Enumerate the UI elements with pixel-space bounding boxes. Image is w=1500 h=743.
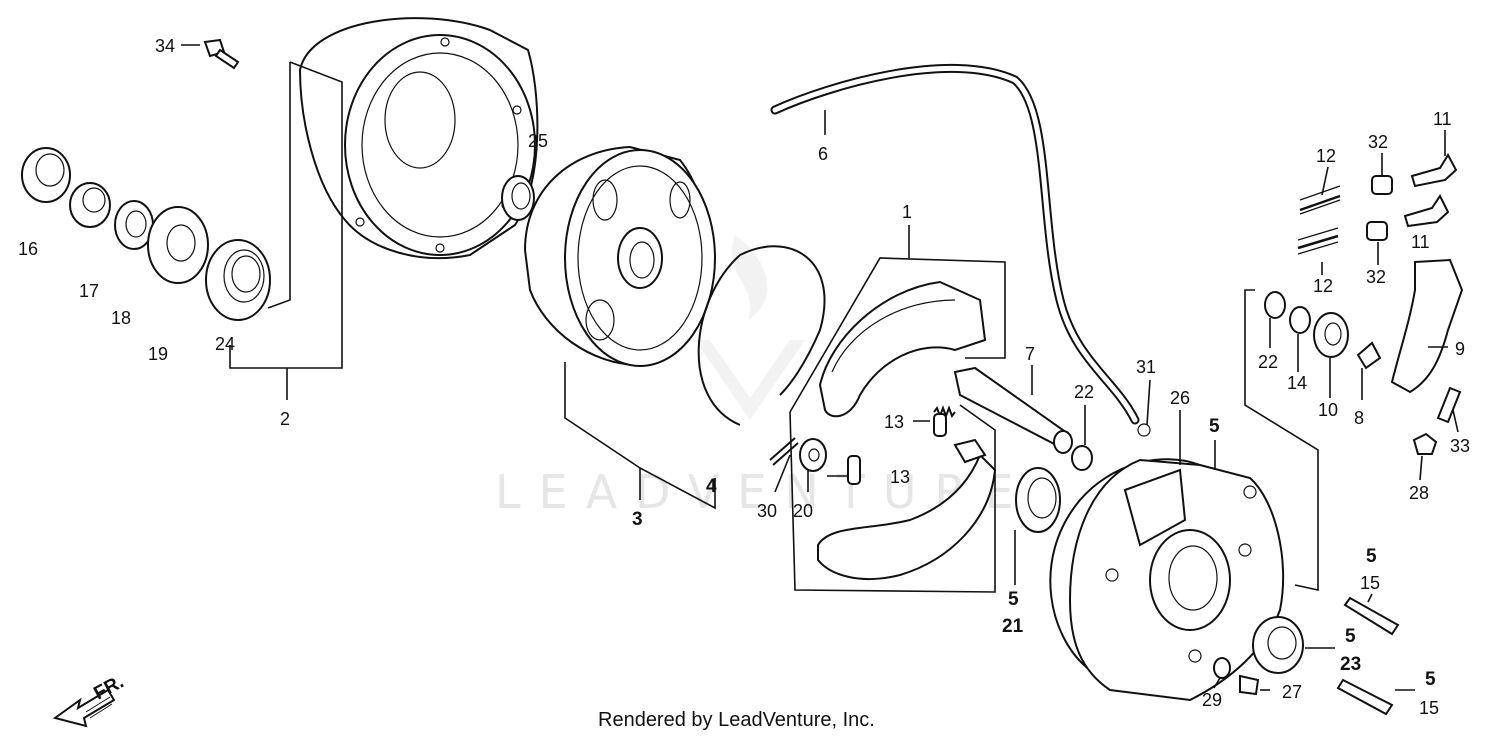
callout-6: 6 bbox=[818, 144, 828, 164]
pin-30-icon bbox=[769, 437, 799, 466]
callout-15-upper: 15 bbox=[1360, 573, 1380, 593]
callout-10: 10 bbox=[1318, 400, 1338, 420]
callout-5-stud-lower: 5 bbox=[1425, 669, 1436, 690]
snap-ring-4-icon bbox=[697, 245, 826, 426]
front-arrow-icon bbox=[52, 688, 116, 728]
callout-5-bearing: 5 bbox=[1345, 626, 1356, 647]
brake-panel-5-icon bbox=[1068, 458, 1285, 702]
collar-32b-icon bbox=[1366, 221, 1388, 241]
seal-22a-icon bbox=[1071, 445, 1093, 471]
hub-drum-3-icon bbox=[523, 145, 716, 367]
callout-13-lower: 13 bbox=[890, 467, 910, 487]
callout-33: 33 bbox=[1450, 436, 1470, 456]
callout-29: 29 bbox=[1202, 690, 1222, 710]
callout-25: 25 bbox=[528, 131, 548, 151]
callout-22-right: 22 bbox=[1258, 352, 1278, 372]
callout-12-lower: 12 bbox=[1313, 276, 1333, 296]
callout-17: 17 bbox=[79, 281, 99, 301]
callout-32-lower: 32 bbox=[1366, 267, 1386, 287]
washer-29-icon bbox=[1213, 657, 1231, 679]
bolt-34-icon bbox=[203, 38, 240, 70]
callout-3: 3 bbox=[632, 509, 643, 530]
bolt-27-icon bbox=[1239, 674, 1260, 696]
joint-11b-icon bbox=[1403, 194, 1450, 228]
callout-22-left: 22 bbox=[1074, 382, 1094, 402]
collar-17-icon bbox=[69, 182, 111, 228]
callout-28: 28 bbox=[1409, 483, 1429, 503]
callout-15-lower: 15 bbox=[1419, 698, 1439, 718]
bearing-24-icon bbox=[205, 239, 271, 321]
callout-5-seal: 5 bbox=[1008, 589, 1019, 610]
callout-16: 16 bbox=[18, 239, 38, 259]
brake-drum-2-icon bbox=[298, 17, 539, 259]
bolt-33-icon bbox=[1436, 386, 1462, 424]
nut-28-icon bbox=[1412, 432, 1438, 455]
callout-12-upper: 12 bbox=[1316, 146, 1336, 166]
o-ring-26-icon bbox=[1049, 458, 1201, 671]
callout-31: 31 bbox=[1136, 357, 1156, 377]
clip-31-icon bbox=[1137, 423, 1151, 437]
credit-text: Rendered by LeadVenture, Inc. bbox=[598, 709, 875, 731]
callout-24: 24 bbox=[215, 334, 235, 354]
callout-32-upper: 32 bbox=[1368, 132, 1388, 152]
callout-2: 2 bbox=[280, 409, 290, 429]
spring-12a-icon bbox=[1299, 185, 1341, 215]
callout-11-lower: 11 bbox=[1411, 232, 1430, 252]
watermark-text: LEADVENTURE bbox=[495, 465, 1032, 519]
cam-shaft-7-icon bbox=[953, 366, 1073, 454]
callout-30: 30 bbox=[757, 501, 777, 521]
callout-13-upper: 13 bbox=[884, 412, 904, 432]
callout-18: 18 bbox=[111, 308, 131, 328]
callout-8: 8 bbox=[1354, 408, 1364, 428]
washer-14-icon bbox=[1289, 306, 1311, 334]
callout-14: 14 bbox=[1287, 373, 1307, 393]
stud-15b-icon bbox=[1336, 678, 1394, 716]
seal-25-icon bbox=[501, 175, 535, 221]
callout-9: 9 bbox=[1455, 339, 1465, 359]
callout-4: 4 bbox=[706, 476, 717, 497]
callout-7: 7 bbox=[1025, 344, 1035, 364]
stud-15a-icon bbox=[1343, 596, 1400, 636]
callout-26: 26 bbox=[1170, 388, 1190, 408]
brake-shoe-upper-icon bbox=[818, 280, 987, 418]
spring-12b-icon bbox=[1297, 227, 1339, 255]
spring-13b-icon bbox=[847, 455, 861, 485]
spring-13a-icon bbox=[933, 405, 956, 437]
callout-labels: 34 16 17 18 19 24 2 25 3 4 6 1 7 13 13 3… bbox=[18, 36, 1470, 718]
callout-23: 23 bbox=[1340, 654, 1361, 675]
leader-lines bbox=[181, 44, 1459, 691]
callout-20: 20 bbox=[793, 501, 813, 521]
seal-21-icon bbox=[1015, 467, 1061, 533]
nut-16-icon bbox=[21, 147, 71, 203]
washer-19-icon bbox=[147, 206, 209, 284]
washer-20-icon bbox=[799, 438, 827, 472]
seal-22b-icon bbox=[1264, 291, 1286, 319]
callout-19: 19 bbox=[148, 344, 168, 364]
collar-32a-icon bbox=[1371, 175, 1393, 195]
joint-11a-icon bbox=[1410, 152, 1458, 188]
callout-5-panel: 5 bbox=[1209, 416, 1220, 437]
callout-11-upper: 11 bbox=[1433, 109, 1452, 129]
callout-34: 34 bbox=[155, 36, 175, 56]
watermark-logo bbox=[695, 235, 805, 420]
spring-10-icon bbox=[1313, 312, 1349, 358]
callout-5-stud-upper: 5 bbox=[1366, 546, 1377, 567]
bearing-23-icon bbox=[1252, 616, 1304, 674]
callout-21: 21 bbox=[1002, 616, 1024, 637]
brake-arm-9-icon bbox=[1390, 258, 1464, 394]
callout-27: 27 bbox=[1282, 682, 1302, 702]
indicator-8-icon bbox=[1356, 341, 1382, 370]
callout-1: 1 bbox=[902, 202, 912, 222]
